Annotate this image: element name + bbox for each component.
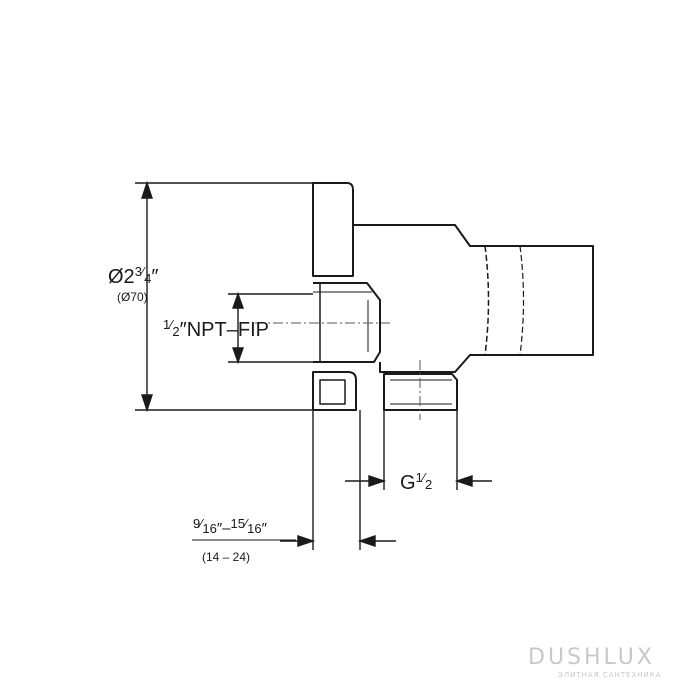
flange-diameter-metric: (Ø70) bbox=[117, 290, 148, 304]
center-lines bbox=[255, 322, 421, 420]
flange-diameter-label: Ø23⁄4″ bbox=[108, 264, 158, 288]
part-outline bbox=[312, 182, 594, 411]
wall-range-metric: (14 – 24) bbox=[202, 550, 250, 564]
watermark-tagline: ЭЛИТНАЯ САНТЕХНИКА bbox=[558, 671, 662, 679]
flange-plate bbox=[312, 182, 354, 277]
elbow-body bbox=[353, 224, 594, 373]
watermark-brand: DUSHLUX bbox=[528, 645, 655, 670]
inlet-thread-label: 1⁄2″NPT–FIP bbox=[163, 317, 269, 341]
flange-lower bbox=[312, 371, 357, 411]
outlet-thread bbox=[383, 373, 458, 411]
outlet-thread-label: G1⁄2 bbox=[400, 470, 432, 494]
dimension-lines bbox=[135, 180, 492, 550]
inlet-nut bbox=[313, 282, 381, 363]
wall-range-label: 9⁄16″–15⁄16″ bbox=[193, 516, 268, 537]
